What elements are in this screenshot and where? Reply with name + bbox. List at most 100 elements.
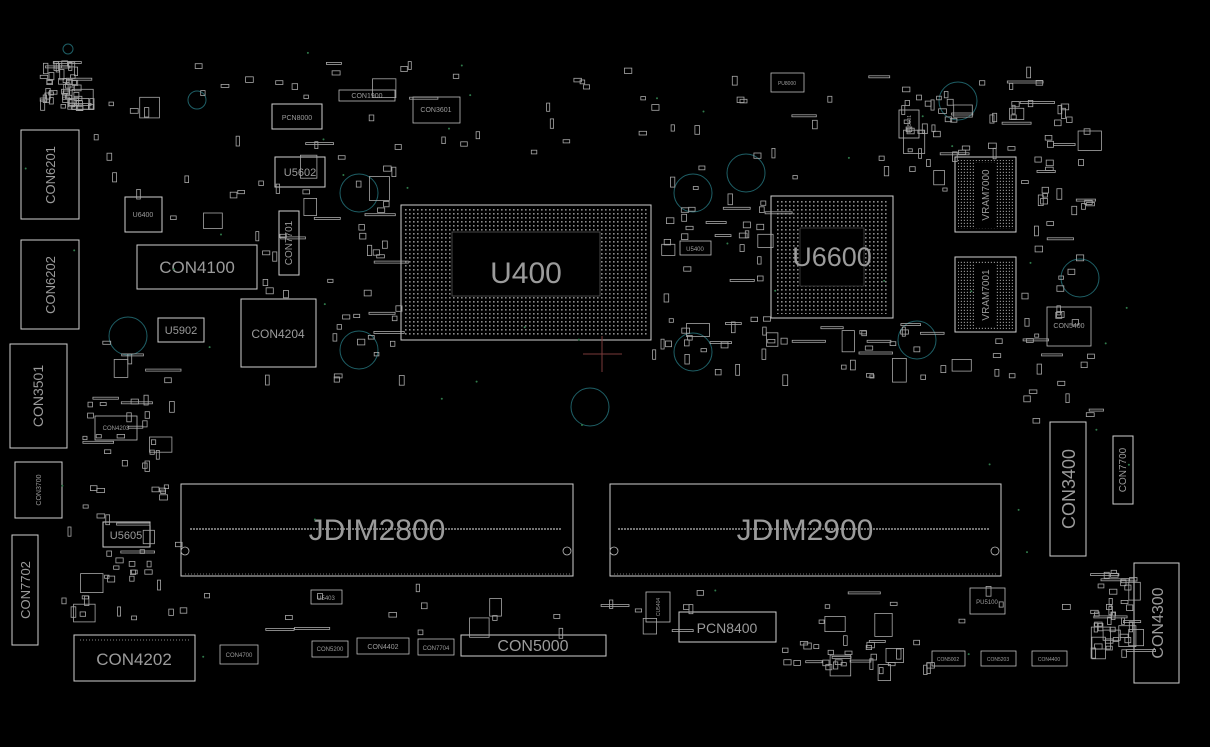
- u6400[interactable]: U6400: [124, 196, 163, 233]
- svg-text:CON4400: CON4400: [1038, 657, 1060, 663]
- passive-footprint: [1109, 588, 1118, 595]
- vram-7000[interactable]: VRAM7000: [954, 156, 1017, 233]
- con4202[interactable]: CON4202: [73, 634, 196, 682]
- con4402[interactable]: CON4402: [356, 637, 410, 655]
- svg-text:U6400: U6400: [133, 212, 154, 219]
- passive-footprint: [305, 142, 334, 146]
- passive-footprint: [358, 224, 365, 231]
- svg-text:CON4700: CON4700: [226, 653, 253, 659]
- con7702[interactable]: CON7702: [11, 534, 39, 646]
- passive-footprint: [368, 311, 396, 315]
- con6201[interactable]: CON6201: [20, 129, 80, 220]
- passive-footprint: [640, 96, 646, 101]
- passive-footprint: [1102, 629, 1121, 641]
- con5000[interactable]: CON5000: [460, 634, 607, 657]
- passive-footprint: [989, 114, 995, 124]
- passive-footprint: [1041, 186, 1049, 194]
- passive-footprint: [958, 618, 966, 624]
- svg-text:CON3601: CON3601: [420, 107, 451, 114]
- con1900[interactable]: CON1900: [338, 89, 396, 102]
- con3700[interactable]: CON3700: [14, 461, 63, 519]
- passive-footprint: [766, 332, 779, 347]
- passive-footprint: [58, 78, 67, 85]
- passive-footprint: [372, 249, 380, 256]
- passive-footprint: [265, 628, 295, 631]
- passive-footprint: [530, 149, 538, 155]
- con4300[interactable]: CON4300: [1133, 562, 1180, 684]
- passive-footprint: [1036, 169, 1056, 173]
- con6202[interactable]: CON6202: [20, 239, 80, 330]
- con4204[interactable]: CON4204: [240, 298, 317, 368]
- passive-footprint: [1100, 578, 1135, 582]
- passive-footprint: [878, 667, 884, 675]
- con7700[interactable]: CON7700: [1112, 435, 1134, 505]
- con3501[interactable]: CON3501: [9, 343, 68, 449]
- passive-footprint: [916, 94, 922, 101]
- passive-footprint: [920, 331, 945, 335]
- passive-footprint: [896, 648, 902, 660]
- passive-footprint: [753, 152, 762, 159]
- passive-footprint: [136, 188, 141, 200]
- passive-footprint: [735, 363, 741, 376]
- passive-footprint: [48, 97, 54, 105]
- con5400[interactable]: CON5400: [1046, 306, 1092, 347]
- gpu-u6600[interactable]: U6600: [770, 195, 894, 319]
- pcn8400[interactable]: PCN8400: [678, 611, 777, 643]
- passive-footprint: [782, 647, 789, 653]
- u5400[interactable]: U5400: [679, 240, 712, 256]
- con3400[interactable]: CON3400: [1049, 421, 1087, 557]
- passive-footprint: [275, 183, 281, 194]
- test-point: [847, 156, 850, 159]
- cpu-u400[interactable]: U400: [400, 204, 652, 341]
- passive-footprint: [144, 411, 150, 419]
- passive-footprint: [877, 664, 891, 681]
- test-point: [577, 338, 580, 341]
- con4100[interactable]: CON4100: [136, 244, 258, 290]
- passive-footprint: [901, 326, 906, 337]
- u5605[interactable]: U5605: [102, 521, 151, 548]
- pu5100[interactable]: PU5100: [969, 587, 1006, 615]
- passive-footprint: [1056, 311, 1065, 318]
- u5902[interactable]: U5902: [157, 317, 205, 343]
- passive-footprint: [1040, 198, 1048, 205]
- passive-footprint: [492, 615, 498, 621]
- pu8000[interactable]: PU8000: [770, 72, 805, 93]
- dimm-jdim2800[interactable]: JDIM2800: [180, 483, 574, 577]
- passive-footprint: [793, 660, 801, 666]
- passive-footprint: [763, 316, 771, 322]
- u5403[interactable]: U5403: [310, 589, 343, 605]
- con5200[interactable]: CON5200: [311, 640, 349, 658]
- passive-footprint: [739, 98, 748, 104]
- passive-footprint: [684, 339, 690, 347]
- passive-footprint: [670, 124, 675, 132]
- passive-footprint: [1081, 203, 1086, 210]
- passive-footprint: [68, 62, 73, 71]
- con5203[interactable]: CON5203: [980, 650, 1017, 667]
- pcn8000[interactable]: PCN8000: [271, 103, 323, 130]
- passive-footprint: [729, 278, 755, 282]
- test-point: [322, 138, 325, 141]
- passive-footprint: [82, 440, 115, 444]
- passive-footprint: [1120, 579, 1127, 587]
- passive-footprint: [553, 614, 561, 619]
- passive-footprint: [731, 75, 738, 86]
- vram-7001[interactable]: VRAM7001: [954, 256, 1017, 333]
- cu5404[interactable]: CU5404: [645, 591, 671, 623]
- test-point: [714, 589, 717, 592]
- passive-footprint: [889, 341, 897, 347]
- dimm-jdim2900[interactable]: JDIM2900: [609, 483, 1002, 577]
- con7701[interactable]: CON7701: [278, 210, 300, 276]
- passive-footprint: [373, 260, 409, 264]
- passive-footprint: [907, 148, 913, 153]
- passive-footprint: [546, 102, 551, 112]
- passive-footprint: [139, 549, 145, 554]
- passive-footprint: [1103, 571, 1110, 579]
- passive-footprint: [1046, 237, 1074, 241]
- con4700[interactable]: CON4700: [219, 644, 259, 665]
- passive-footprint: [1011, 104, 1016, 115]
- con5002[interactable]: CON5002: [931, 650, 966, 667]
- con4400[interactable]: CON4400: [1031, 650, 1068, 667]
- passive-footprint: [337, 155, 346, 160]
- con7704[interactable]: CON7704: [417, 638, 455, 656]
- svg-text:PCN8000: PCN8000: [282, 115, 312, 122]
